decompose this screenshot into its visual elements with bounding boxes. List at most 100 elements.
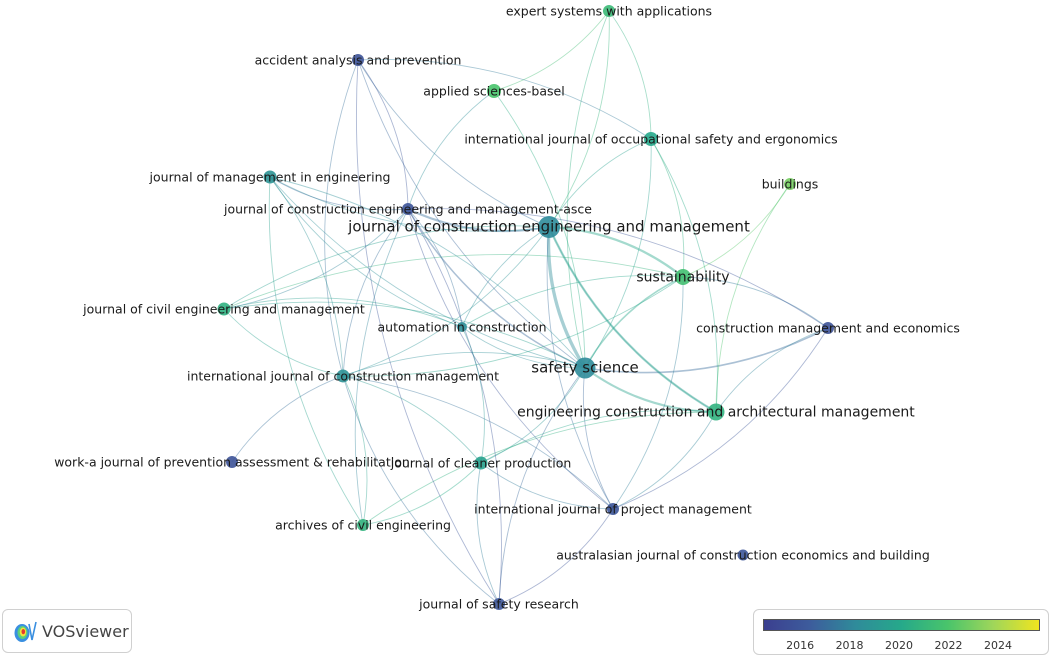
link-ijcm-work (231, 375, 344, 463)
link-ss-jceasce (407, 208, 586, 369)
link-esa-ijose (608, 10, 652, 140)
link-ss-aic (461, 326, 586, 369)
link-ecam-jcem (548, 226, 717, 413)
node-label-jcivil[interactable]: journal of civil engineering and managem… (82, 302, 365, 317)
node-aic[interactable] (457, 322, 467, 332)
node-ijpm[interactable] (607, 503, 619, 515)
link-ss-jcivil (223, 301, 586, 369)
node-label-aic[interactable]: automation in construction (378, 320, 547, 335)
link-ss-ecam (584, 367, 717, 414)
node-label-esa[interactable]: expert systems with applications (506, 4, 712, 19)
links-layer (223, 10, 829, 605)
node-label-jceasce[interactable]: journal of construction engineering and … (223, 202, 592, 217)
node-aap[interactable] (352, 54, 364, 66)
node-label-ss[interactable]: safety science (531, 359, 638, 377)
legend-tick: 2022 (934, 639, 963, 652)
node-jcivil[interactable] (217, 302, 231, 316)
node-ijose[interactable] (644, 132, 658, 146)
node-bld[interactable] (784, 178, 796, 190)
year-color-legend: 2016 2018 2020 2022 2024 (753, 609, 1049, 655)
link-jcem-sus (548, 225, 684, 278)
node-label-bld[interactable]: buildings (762, 177, 819, 192)
link-sus-ijpm (612, 276, 684, 510)
vosviewer-logo: VOSviewer (2, 609, 132, 653)
link-ss-aap (357, 59, 586, 369)
node-label-jcp[interactable]: journal of cleaner production (390, 456, 572, 471)
link-jcivil-aic (223, 297, 463, 328)
node-label-asb[interactable]: applied sciences-basel (423, 84, 564, 99)
node-label-ace[interactable]: archives of civil engineering (275, 518, 451, 533)
link-jceasce-aic (407, 208, 463, 328)
vosviewer-logo-icon (14, 621, 37, 642)
link-jcivil-jceasce (223, 208, 409, 310)
node-ss[interactable] (574, 357, 596, 379)
legend-tick: 2020 (885, 639, 914, 652)
link-jcem-jceasce (407, 208, 550, 233)
node-asb[interactable] (487, 84, 501, 98)
link-sus-aic (461, 275, 684, 328)
link-ss-ijcm (342, 351, 586, 377)
node-jcem[interactable] (538, 216, 560, 238)
link-ss-esa (566, 10, 610, 369)
node-jceasce[interactable] (402, 203, 414, 215)
link-ss-ijose (584, 138, 652, 369)
link-jceasce-jsr (407, 208, 502, 605)
link-aic-jcp (461, 326, 485, 464)
link-jcem-aap (357, 59, 550, 228)
link-ijcm-ijpm (342, 375, 614, 510)
link-jceasce-ijpm (407, 208, 614, 510)
link-jcem-ijcm (342, 226, 550, 377)
link-sus-ijose (650, 138, 685, 278)
node-label-jmie[interactable]: journal of management in engineering (149, 170, 391, 185)
link-aap-ijose (357, 59, 652, 140)
link-ss-ijpm (582, 367, 614, 510)
link-ecam-bld (715, 183, 791, 413)
link-jcp-jsr (476, 462, 500, 605)
legend-color-bar (763, 619, 1040, 631)
node-jcp[interactable] (474, 456, 488, 470)
node-work[interactable] (226, 456, 238, 468)
link-sus-cme (682, 276, 829, 329)
node-cme[interactable] (822, 322, 834, 334)
node-label-ajceb[interactable]: australasian journal of construction eco… (556, 548, 930, 563)
link-jceasce-ace (354, 208, 409, 526)
node-sus[interactable] (675, 269, 691, 285)
node-label-cme[interactable]: construction management and economics (696, 321, 960, 336)
node-label-aap[interactable]: accident analysis and prevention (255, 53, 462, 68)
link-jmie-ijcm (269, 176, 344, 377)
link-ijcm-jsr (342, 375, 500, 605)
node-label-ecam[interactable]: engineering construction and architectur… (517, 405, 915, 421)
node-label-jcem[interactable]: journal of construction engineering and … (347, 218, 750, 236)
link-jcem-ijpm (546, 226, 614, 510)
link-jmie-aic (269, 176, 463, 328)
link-jmie-ace (268, 176, 364, 526)
node-ijcm[interactable] (336, 369, 350, 383)
node-label-work[interactable]: work-a journal of prevention assessment … (54, 455, 410, 470)
node-jsr[interactable] (493, 598, 505, 610)
node-label-ijcm[interactable]: international journal of construction ma… (187, 369, 499, 384)
node-esa[interactable] (603, 5, 615, 17)
node-label-sus[interactable]: sustainability (636, 270, 729, 286)
node-ajceb[interactable] (737, 549, 749, 561)
link-ecam-ijose (650, 138, 718, 413)
link-jcem-ecam (547, 226, 717, 414)
node-label-ijpm[interactable]: international journal of project managem… (474, 502, 752, 517)
link-ijcm-jcp (342, 375, 482, 464)
link-jcem-esa (548, 10, 610, 228)
link-ijpm-jsr (498, 508, 614, 605)
link-ijpm-jcp (480, 462, 614, 510)
node-ace[interactable] (357, 519, 369, 531)
node-jmie[interactable] (263, 170, 277, 184)
node-label-jsr[interactable]: journal of safety research (418, 597, 579, 612)
legend-tick: 2018 (835, 639, 864, 652)
link-aap-jceasce (357, 59, 409, 210)
node-label-ijose[interactable]: international journal of occupational sa… (464, 132, 837, 147)
link-jceasce-cme (407, 208, 829, 329)
link-jceasce-jmie (269, 176, 409, 211)
node-ecam[interactable] (707, 403, 725, 421)
legend-tick: 2024 (983, 639, 1012, 652)
link-aap-jsr (356, 59, 500, 605)
link-jcem-jmie (269, 176, 550, 232)
nodes-layer (217, 5, 834, 610)
